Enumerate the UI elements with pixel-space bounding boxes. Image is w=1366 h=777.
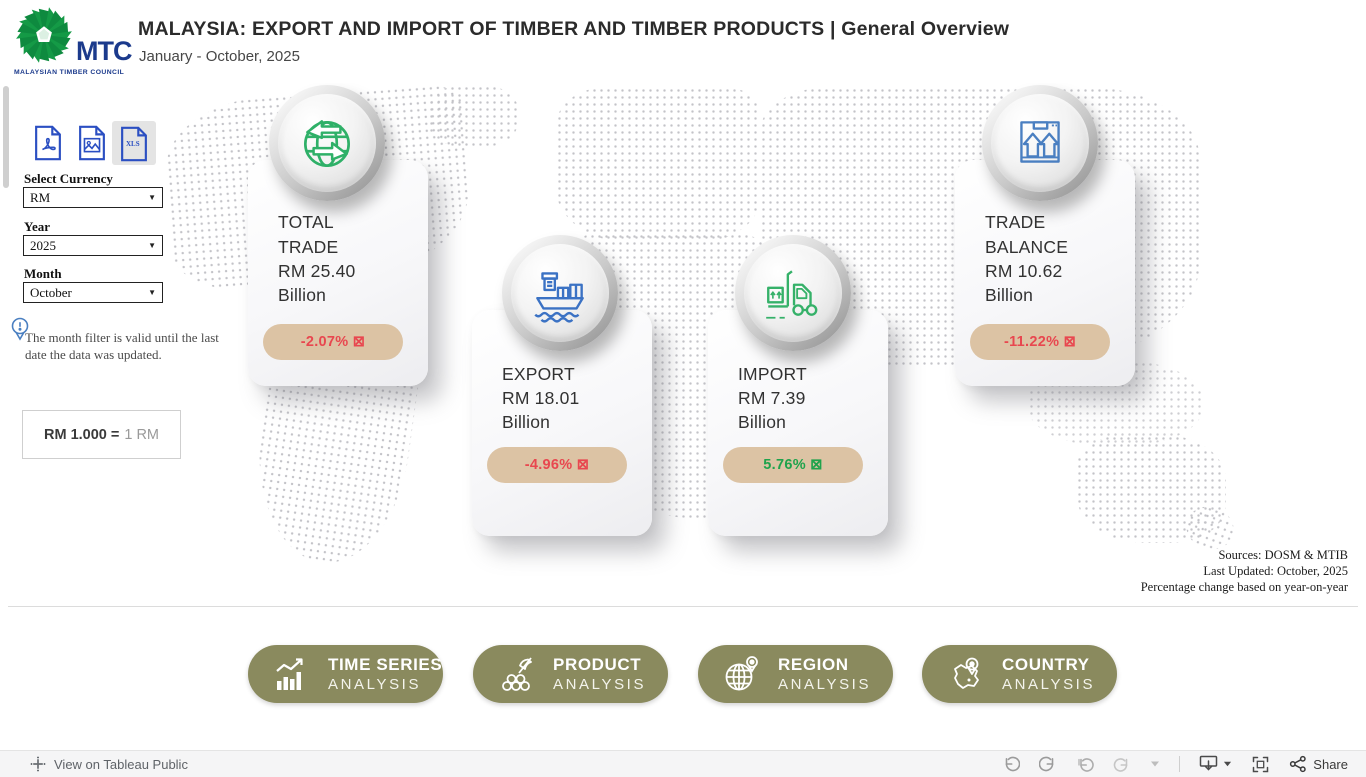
nav-button-line1: TIME SERIES (328, 655, 443, 674)
year-dropdown[interactable]: 2025 ▼ (23, 235, 163, 256)
nav-button-line1: PRODUCT (553, 655, 642, 674)
globe-trade-icon (269, 85, 385, 201)
product-analysis-button[interactable]: PRODUCT ANALYSIS (473, 645, 668, 703)
toolbar-divider (1179, 756, 1181, 772)
logo-caption-text: MALAYSIAN TIMBER COUNCIL (14, 69, 125, 76)
conversion-rhs: 1 RM (124, 426, 160, 443)
cargo-ship-icon (502, 235, 618, 351)
xls-icon-label: XLS (126, 140, 140, 148)
left-scrollbar-thumb[interactable] (3, 86, 9, 188)
download-xls-icon[interactable]: XLS (120, 126, 150, 164)
card-value: RM 18.01 (502, 388, 580, 408)
tableau-logo-icon (30, 756, 46, 772)
dashboard-footnotes: Sources: DOSM & MTIB Last Updated: Octob… (1141, 547, 1348, 595)
view-on-tableau-label: View on Tableau Public (54, 756, 188, 772)
card-value: RM 10.62 (985, 261, 1063, 281)
time-series-analysis-button[interactable]: TIME SERIES ANALYSIS (248, 645, 443, 703)
dropdown-caret-icon: ▼ (148, 193, 156, 202)
card-title: EXPORT (502, 364, 575, 384)
share-button[interactable]: Share (1289, 755, 1348, 773)
card-value: RM 7.39 (738, 388, 806, 408)
mtc-pinwheel-icon (16, 6, 72, 64)
year-filter-label: Year (24, 219, 50, 234)
nav-button-line2: ANALYSIS (553, 676, 647, 693)
bar-chart-icon (276, 658, 303, 690)
share-label: Share (1313, 756, 1348, 772)
download-icon[interactable] (1199, 755, 1232, 774)
pause-caret-icon[interactable] (1150, 761, 1160, 767)
currency-dropdown[interactable]: RM ▼ (23, 187, 163, 208)
dashboard-panel: XLS Select Currency RM ▼ Year 2025 ▼ Mon… (8, 83, 1358, 607)
year-dropdown-value: 2025 (30, 237, 56, 253)
dropdown-caret-icon: ▼ (148, 288, 156, 297)
axe-logs-icon (502, 657, 532, 691)
change-badge: -11.22% ⊠ (970, 324, 1110, 360)
change-badge: -2.07% ⊠ (263, 324, 403, 360)
month-dropdown[interactable]: October ▼ (23, 282, 163, 303)
card-unit: Billion (502, 412, 551, 432)
month-dropdown-value: October (30, 284, 72, 300)
nav-button-line2: ANALYSIS (778, 676, 872, 693)
card-value: RM 25.40 (278, 261, 356, 281)
card-unit: Billion (738, 412, 787, 432)
refresh-icon[interactable] (1113, 755, 1131, 773)
country-analysis-button[interactable]: COUNTRY ANALYSIS (922, 645, 1117, 703)
download-image-icon[interactable] (78, 125, 108, 163)
change-badge: 5.76% ⊠ (723, 447, 863, 483)
download-pdf-icon[interactable] (34, 125, 64, 163)
shipment-box-icon (982, 85, 1098, 201)
month-filter-note: The month filter is valid until the last… (25, 330, 219, 362)
currency-conversion-box: RM 1.000 = 1 RM (22, 410, 181, 459)
globe-pin-icon (725, 656, 758, 691)
month-filter-label: Month (24, 266, 62, 281)
fullscreen-icon[interactable] (1251, 755, 1270, 774)
footnote-sources: Sources: DOSM & MTIB (1218, 548, 1348, 562)
nav-button-line2: ANALYSIS (328, 676, 422, 693)
page-title: MALAYSIA: EXPORT AND IMPORT OF TIMBER AN… (138, 18, 1010, 40)
view-on-tableau-public-link[interactable]: View on Tableau Public (30, 756, 188, 772)
footnote-updated: Last Updated: October, 2025 (1203, 564, 1348, 578)
info-pin-icon[interactable] (10, 317, 30, 348)
revert-icon[interactable] (1076, 755, 1095, 773)
card-unit: Billion (985, 285, 1034, 305)
app-header: MTC MALAYSIAN TIMBER COUNCIL MALAYSIA: E… (0, 0, 1366, 83)
card-unit: Billion (278, 285, 327, 305)
redo-icon[interactable] (1039, 755, 1057, 773)
nav-button-line2: ANALYSIS (1002, 676, 1096, 693)
nav-button-line1: COUNTRY (1002, 655, 1090, 674)
currency-dropdown-value: RM (30, 189, 51, 205)
region-analysis-button[interactable]: REGION ANALYSIS (698, 645, 893, 703)
conversion-lhs: RM 1.000 = (43, 426, 120, 443)
map-pin-icon (954, 657, 979, 689)
undo-icon[interactable] (1002, 755, 1021, 773)
card-title: IMPORT (738, 364, 807, 384)
mtc-logo: MTC MALAYSIAN TIMBER COUNCIL (14, 6, 134, 78)
logo-brand-text: MTC (76, 36, 132, 66)
forklift-icon (735, 235, 851, 351)
tableau-toolbar: View on Tableau Public (0, 750, 1366, 777)
share-icon (1290, 755, 1307, 773)
change-badge: -4.96% ⊠ (487, 447, 627, 483)
card-title: TRADE BALANCE (985, 212, 1069, 257)
dropdown-caret-icon: ▼ (148, 241, 156, 250)
nav-button-line1: REGION (778, 655, 849, 674)
page-subtitle: January - October, 2025 (139, 48, 300, 65)
currency-filter-label: Select Currency (24, 171, 113, 186)
card-title: TOTAL TRADE (278, 212, 339, 257)
footnote-percentage: Percentage change based on year-on-year (1140, 580, 1348, 594)
